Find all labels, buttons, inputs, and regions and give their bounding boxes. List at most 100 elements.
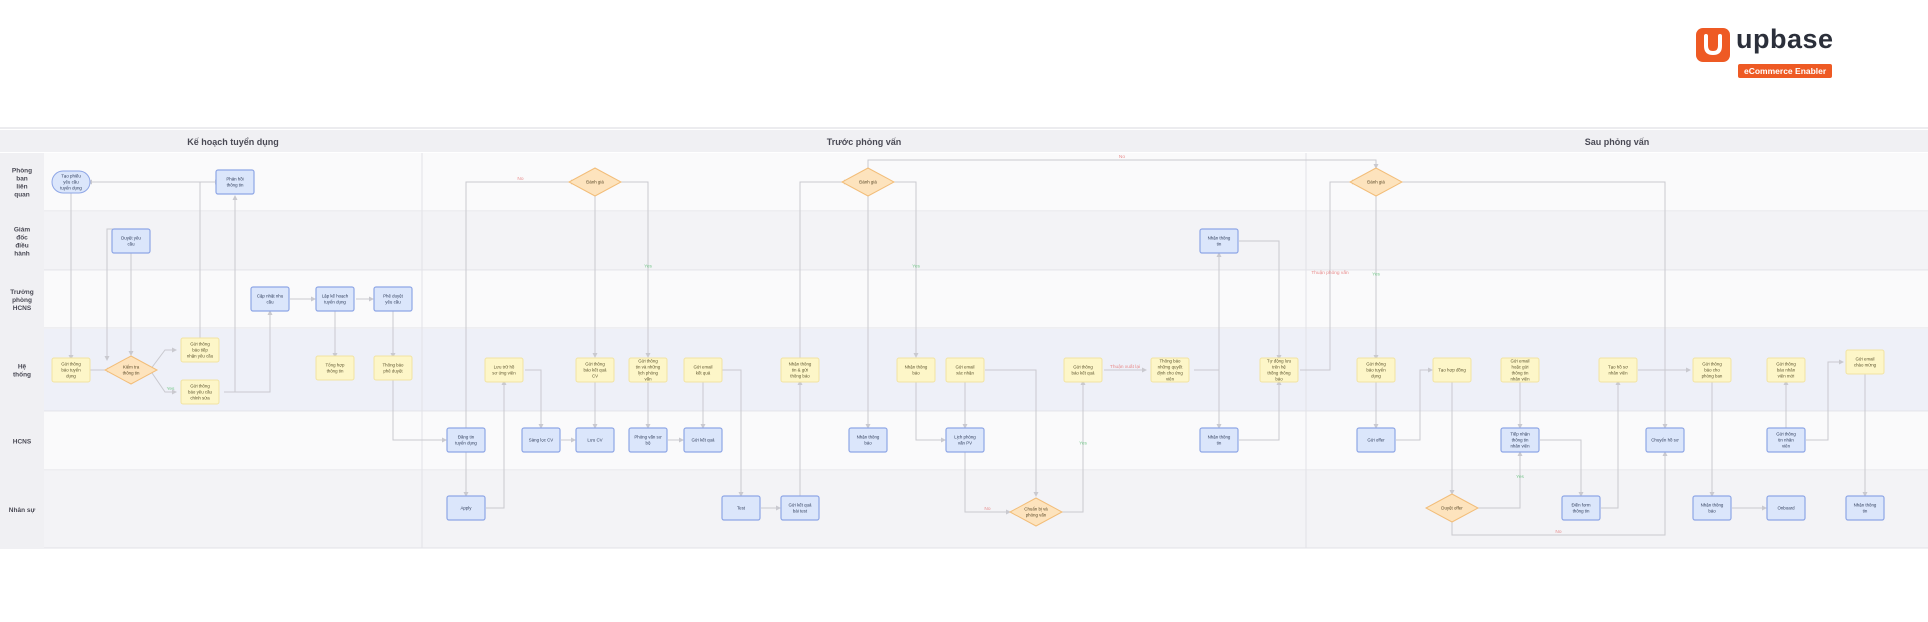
connector-5 — [149, 369, 177, 395]
flow-node-diamond[interactable]: Đánh giá — [840, 167, 896, 197]
task-box — [1845, 495, 1885, 521]
connector-32 — [888, 181, 919, 358]
flow-node-yellow[interactable]: Tạo hợp đồng — [1432, 357, 1472, 383]
decision-diamond — [840, 167, 896, 197]
flow-node-blue[interactable]: Gửi offer — [1356, 427, 1396, 453]
node-label: Tạo hợp đồng — [1438, 368, 1466, 373]
flow-node-blue[interactable]: Onboard — [1766, 495, 1806, 521]
node-label: Lưu CV — [587, 438, 602, 443]
flow-node-blue[interactable]: Gửi kết quả — [683, 427, 723, 453]
task-box — [575, 427, 615, 453]
flow-node-blue[interactable]: Apply — [446, 495, 486, 521]
connector-15 — [392, 380, 447, 443]
flow-node-diamond[interactable]: Đánh giá — [567, 167, 623, 197]
flow-node-blue[interactable]: Lưu CV — [575, 427, 615, 453]
connector-44 — [1300, 179, 1357, 371]
decision-diamond — [1348, 167, 1404, 197]
node-label: Đánh giá — [1367, 180, 1385, 185]
system-step-box — [1356, 357, 1396, 383]
flow-node-diamond[interactable]: Duyệt offer — [1424, 493, 1480, 523]
connector-23 — [615, 181, 651, 358]
task-box — [780, 495, 820, 521]
decision-diamond — [1424, 493, 1480, 523]
system-step-box — [780, 357, 820, 383]
lane-band-cand — [0, 471, 1928, 548]
lane-label-cand: Nhân sự — [9, 507, 36, 514]
system-step-box — [1500, 357, 1540, 383]
node-label: Apply — [461, 506, 473, 511]
connector-51 — [1451, 451, 1668, 536]
connector-label: Yes — [167, 386, 175, 392]
task-box — [721, 495, 761, 521]
connector-46 — [1396, 181, 1668, 429]
task-box — [521, 427, 561, 453]
decision-diamond — [103, 355, 159, 385]
flow-node-blue[interactable]: Test — [721, 495, 761, 521]
flow-node-diamond[interactable]: Đánh giá — [1348, 167, 1404, 197]
connector-50 — [1472, 451, 1523, 509]
flow-node-blue[interactable]: Sàng lọc CV — [521, 427, 561, 453]
lane-label-hr: HCNS — [13, 438, 32, 445]
connector-38 — [1062, 380, 1086, 513]
flow-node-blue[interactable]: Chuyển hồ sơ — [1645, 427, 1685, 453]
